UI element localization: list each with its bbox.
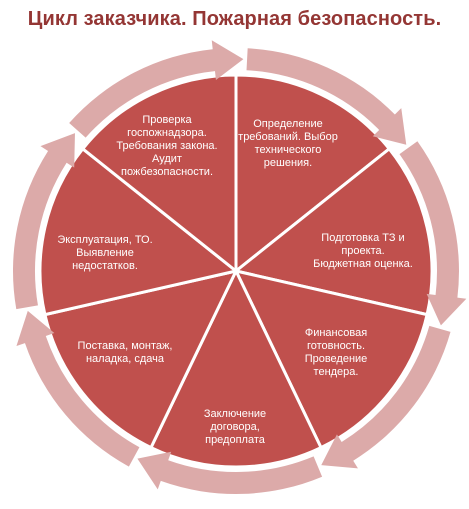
segment-label-installation: Поставка, монтаж, наладка, сдача	[77, 340, 173, 365]
cycle-arrow	[16, 310, 140, 467]
segment-label-spec-design: Подготовка ТЗ и проекта. Бюджетная оценк…	[313, 232, 413, 270]
cycle-arrow	[321, 325, 451, 469]
cycle-arrow	[246, 48, 407, 145]
diagram-title: Цикл заказчика. Пожарная безопасность.	[27, 8, 442, 30]
segment-label-inspection: Проверка госпожнадзора. Требования закон…	[116, 114, 218, 178]
segment-label-operation: Эксплуатация, ТО. Выявление недостатков.	[57, 234, 153, 272]
cycle-arrow	[399, 141, 467, 326]
segment-label-requirements: Определение требований. Выбор техническо…	[238, 118, 338, 169]
cycle-arrow	[137, 451, 323, 494]
segment-label-tender: Финансовая готовность. Проведение тендер…	[304, 327, 368, 378]
segment-label-contract: Заключение договора, предоплата	[203, 408, 267, 446]
cycle-arrow	[69, 40, 244, 138]
cycle-arrow	[12, 133, 75, 310]
